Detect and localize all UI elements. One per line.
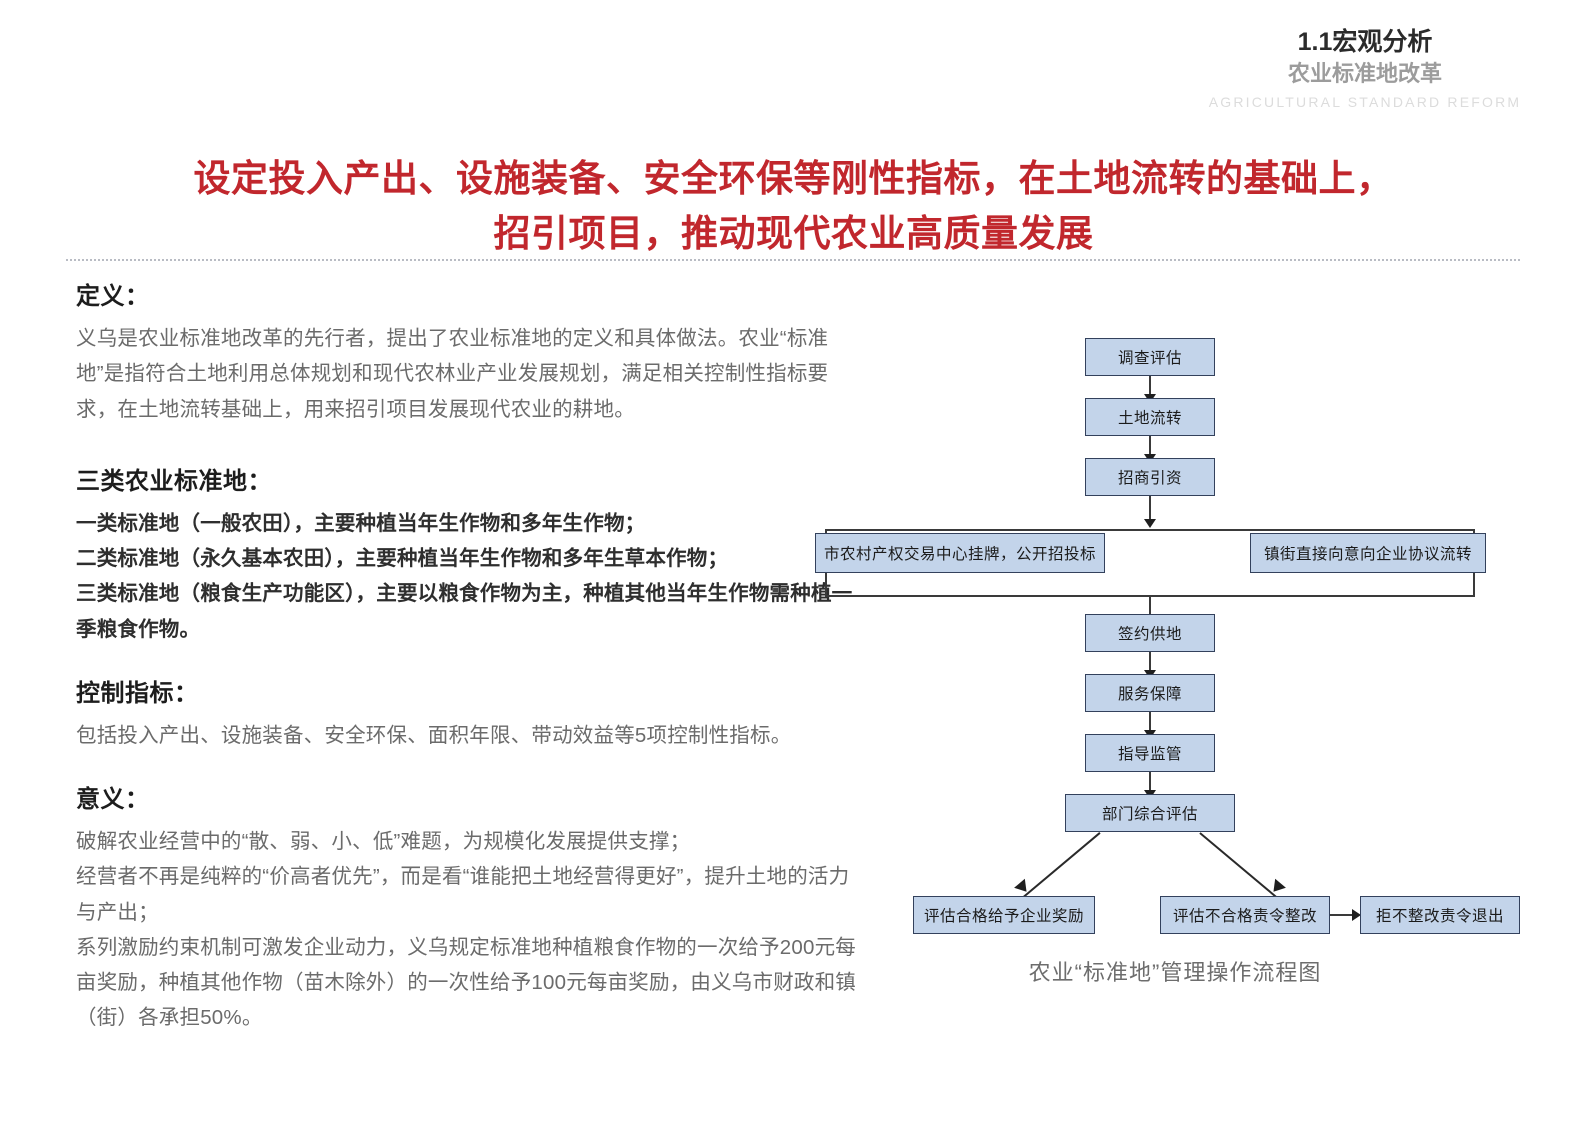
page-header: 1.1宏观分析 农业标准地改革 AGRICULTURAL STANDARD RE…: [1205, 28, 1525, 110]
merge-leg-right: [1473, 573, 1475, 597]
connector-n9b-n9c: [1330, 914, 1356, 916]
title-divider: [66, 259, 1520, 261]
header-english-subtitle: AGRICULTURAL STANDARD REFORM: [1208, 94, 1522, 111]
flow-node-township-direct-agreement-transfer[interactable]: 镇街直接向意向企业协议流转: [1250, 533, 1486, 573]
page-title-line-2: 招引项目，推动现代农业高质量发展: [493, 212, 1094, 254]
arrow-n8-pass: [1014, 878, 1032, 897]
three-types-heading: 三类农业标准地：: [76, 467, 272, 495]
connector-bus-n5: [1149, 595, 1151, 619]
split-bus-top: [825, 529, 1475, 531]
flow-node-refuse-rectify-exit[interactable]: 拒不整改责令退出: [1360, 896, 1520, 934]
flow-node-rural-property-exchange-listing[interactable]: 市农村产权交易中心挂牌，公开招投标: [815, 533, 1105, 573]
connector-n8-fail: [1199, 832, 1278, 898]
significance-paragraph-1: 破解农业经营中的“散、弱、小、低”难题，为规模化发展提供支撑；: [76, 830, 691, 853]
flowchart: 调查评估 土地流转 招商引资 市农村产权交易中心挂牌，公开招投标 镇街直接向意向…: [800, 326, 1550, 934]
connector-n3-bus: [1149, 496, 1151, 522]
flow-node-contract-land-supply[interactable]: 签约供地: [1085, 614, 1215, 652]
three-types-item-3: 三类标准地（粮食生产功能区），主要以粮食作物为主，种植其他当年生作物需种植一季粮…: [76, 582, 853, 641]
flow-node-guidance-supervision[interactable]: 指导监管: [1085, 734, 1215, 772]
connector-n8-pass: [1022, 832, 1101, 898]
spacer: [76, 753, 866, 779]
header-subtitle: 农业标准地改革: [1287, 60, 1442, 86]
flow-node-department-comprehensive-assessment[interactable]: 部门综合评估: [1065, 794, 1235, 832]
page-title: 设定投入产出、设施装备、安全环保等刚性指标，在土地流转的基础上， 招引项目，推动…: [0, 152, 1587, 262]
definition-heading: 定义：: [76, 283, 150, 310]
connector-n7-n8: [1149, 772, 1151, 792]
header-title: 1.1宏观分析: [1297, 28, 1433, 56]
flowchart-caption: 农业“标准地”管理操作流程图: [1028, 960, 1322, 985]
merge-leg-left: [825, 573, 827, 597]
content-left-column: 定义： 义乌是农业标准地改革的先行者，提出了农业标准地的定义和具体做法。农业“标…: [76, 276, 866, 1036]
control-index-body: 包括投入产出、设施装备、安全环保、面积年限、带动效益等5项控制性指标。: [76, 723, 792, 747]
flow-node-land-transfer[interactable]: 土地流转: [1085, 398, 1215, 436]
connector-n5-n6: [1149, 652, 1151, 672]
page-title-line-1: 设定投入产出、设施装备、安全环保等刚性指标，在土地流转的基础上，: [193, 158, 1394, 199]
spacer: [76, 427, 866, 461]
significance-paragraph-3: 系列激励约束机制可激发企业动力，义乌规定标准地种植粮食作物的一次给予200元每亩…: [76, 935, 857, 1030]
three-types-item-1: 一类标准地（一般农田），主要种植当年生作物和多年生作物；: [76, 511, 646, 535]
flow-node-survey-assessment[interactable]: 调查评估: [1085, 338, 1215, 376]
connector-n6-n7: [1149, 712, 1151, 732]
flow-node-pass-reward[interactable]: 评估合格给予企业奖励: [913, 896, 1095, 934]
flow-node-fail-rectify[interactable]: 评估不合格责令整改: [1160, 896, 1330, 934]
arrow-n9b-n9c: [1352, 909, 1361, 921]
arrow-n3-bus: [1144, 519, 1156, 528]
connector-n2-n3: [1149, 436, 1151, 456]
definition-body: 义乌是农业标准地改革的先行者，提出了农业标准地的定义和具体做法。农业“标准地”是…: [76, 327, 829, 421]
spacer: [76, 647, 866, 673]
flow-node-service-guarantee[interactable]: 服务保障: [1085, 674, 1215, 712]
control-index-heading: 控制指标：: [76, 679, 199, 707]
significance-paragraph-2: 经营者不再是纯粹的“价高者优先”，而是看“谁能把土地经营得更好”，提升土地的活力…: [76, 865, 850, 924]
flow-node-investment-attraction[interactable]: 招商引资: [1085, 458, 1215, 496]
significance-heading: 意义：: [76, 786, 150, 813]
three-types-item-2: 二类标准地（永久基本农田），主要种植当年生作物和多年生草本作物；: [76, 547, 729, 570]
connector-n1-n2: [1149, 376, 1151, 396]
